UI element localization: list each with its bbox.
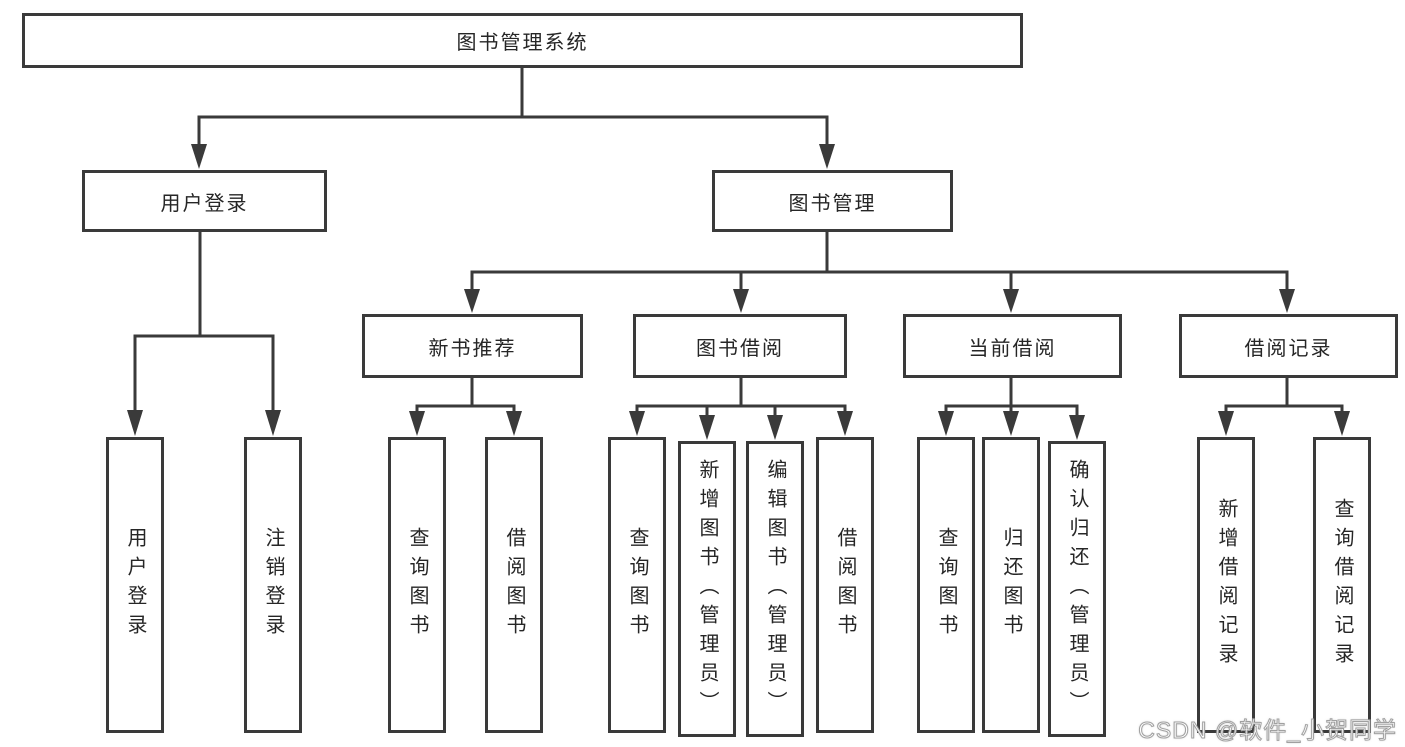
leaf-add-borrow-record: 新增借阅记录	[1197, 437, 1255, 733]
leaf-query-books-borrowing: 查询图书	[608, 437, 666, 733]
node-book-management: 图书管理	[712, 170, 953, 232]
node-label: 当前借阅	[968, 337, 1057, 360]
leaf-label: 确认归还（管理员）	[1066, 458, 1088, 720]
leaf-label: 借阅图书	[834, 527, 856, 643]
node-label: 图书管理系统	[456, 32, 589, 54]
watermark: CSDN @软件_小贺同学	[1138, 717, 1397, 744]
leaf-label: 借阅图书	[503, 527, 525, 643]
leaf-label: 用户登录	[124, 527, 146, 643]
leaf-label: 注销登录	[262, 527, 284, 643]
leaf-label: 归还图书	[1000, 527, 1022, 643]
node-library-management-system: 图书管理系统	[22, 13, 1023, 68]
node-label: 图书借阅	[696, 337, 784, 360]
leaf-borrow-books-borrowing: 借阅图书	[816, 437, 874, 733]
node-label: 图书管理	[788, 192, 877, 215]
leaf-query-books-current: 查询图书	[917, 437, 975, 733]
leaf-confirm-return-admin: 确认归还（管理员）	[1048, 441, 1106, 737]
node-new-book-recommend: 新书推荐	[362, 314, 583, 378]
leaf-label: 查询图书	[406, 527, 428, 643]
leaf-query-borrow-record: 查询借阅记录	[1313, 437, 1371, 733]
leaf-label: 查询图书	[935, 527, 957, 643]
leaf-add-books-admin: 新增图书（管理员）	[678, 441, 736, 737]
leaf-label: 编辑图书（管理员）	[764, 458, 786, 720]
node-label: 借阅记录	[1244, 337, 1333, 360]
leaf-logout-login: 注销登录	[244, 437, 302, 733]
leaf-return-books: 归还图书	[982, 437, 1040, 733]
node-label: 新书推荐	[428, 337, 517, 360]
leaf-label: 新增图书（管理员）	[696, 458, 718, 720]
leaf-label: 新增借阅记录	[1215, 498, 1237, 672]
node-book-borrowing: 图书借阅	[633, 314, 847, 378]
node-borrowing-records: 借阅记录	[1179, 314, 1398, 378]
leaf-user-login: 用户登录	[106, 437, 164, 733]
node-user-login: 用户登录	[82, 170, 327, 232]
leaf-label: 查询借阅记录	[1331, 498, 1353, 672]
leaf-query-books-recommend: 查询图书	[388, 437, 446, 733]
leaf-edit-books-admin: 编辑图书（管理员）	[746, 441, 804, 737]
leaf-borrow-books-recommend: 借阅图书	[485, 437, 543, 733]
node-current-borrowing: 当前借阅	[903, 314, 1122, 378]
node-label: 用户登录	[160, 192, 249, 215]
leaf-label: 查询图书	[626, 527, 648, 643]
